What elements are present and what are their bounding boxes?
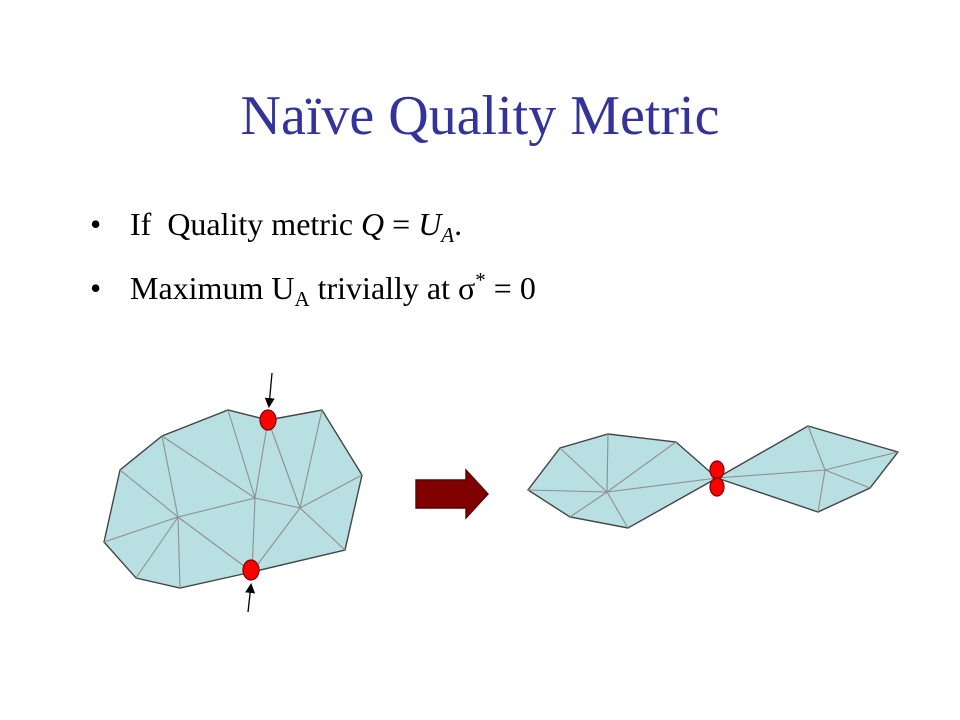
bullet-text: Maximum UA trivially at σ* = 0 xyxy=(130,264,536,312)
bullet-text-segment: trivially at xyxy=(309,270,459,306)
bullet-text-segment: Maximum U xyxy=(130,270,295,306)
collapsed-mesh xyxy=(526,425,900,529)
bottom-vertex-pointer-arrow xyxy=(245,583,256,613)
top-vertex-pointer-arrow xyxy=(264,372,275,408)
right-lobe-edges xyxy=(716,425,899,513)
slide-title: Naïve Quality Metric xyxy=(240,85,720,147)
bullet-marker: • xyxy=(90,270,102,306)
bullet-item: • If Quality metric Q = UA. xyxy=(90,200,910,264)
u-subscript: A xyxy=(294,287,310,311)
u-subscript: A xyxy=(441,223,455,247)
merged-top-vertex xyxy=(709,460,725,480)
quality-symbol: Q xyxy=(361,206,385,242)
u-symbol: U xyxy=(418,206,442,242)
bottom-vertex xyxy=(242,559,260,581)
equals-sign: = xyxy=(384,206,419,242)
bullet-list: • If Quality metric Q = UA. • Maximum UA… xyxy=(90,200,910,328)
original-mesh xyxy=(103,372,363,613)
mesh-outline xyxy=(103,409,363,589)
right-lobe-outline xyxy=(715,425,900,513)
bullet-text-segment: = 0 xyxy=(485,270,536,306)
bullet-text-segment: If Quality metric xyxy=(130,206,362,242)
right-block-arrow-icon xyxy=(415,468,489,520)
star-superscript: * xyxy=(475,268,486,292)
bullet-text: If Quality metric Q = UA. xyxy=(130,200,462,248)
top-vertex xyxy=(259,409,277,431)
merged-bottom-vertex xyxy=(709,477,725,497)
period: . xyxy=(454,206,463,242)
bullet-marker: • xyxy=(90,206,102,242)
sigma-symbol: σ xyxy=(458,270,476,306)
left-lobe-edges xyxy=(527,433,718,529)
bullet-item: • Maximum UA trivially at σ* = 0 xyxy=(90,264,910,328)
